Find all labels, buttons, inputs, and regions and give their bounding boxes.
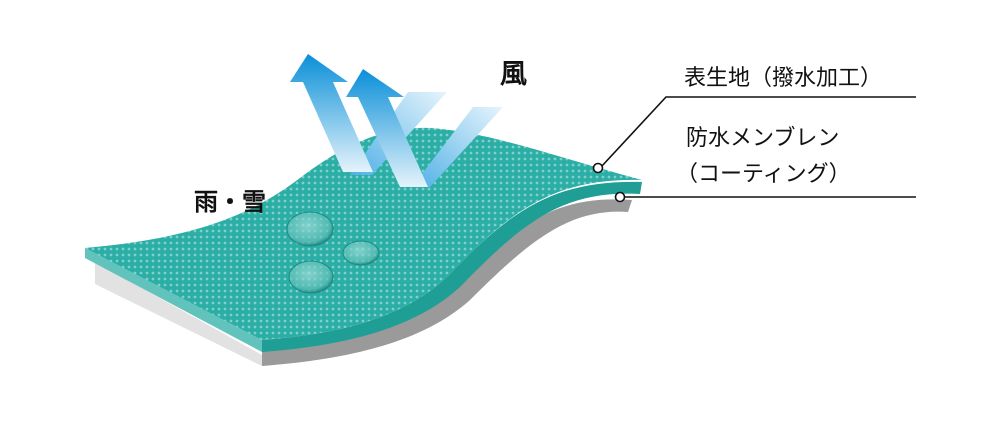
membrane-label-line2: （コーティング） (676, 162, 851, 187)
fabric-side-edge (85, 248, 262, 352)
leader-lines (592, 96, 916, 203)
arrow-up-icon (290, 54, 373, 172)
water-droplets (286, 211, 380, 294)
membrane-label-line1: 防水メンブレン (686, 126, 840, 151)
arrow-up-icon (346, 69, 428, 187)
rain-snow-label: 雨・雪 (194, 188, 266, 216)
membrane-layer (95, 199, 632, 366)
wind-arrows (290, 54, 503, 187)
outer-fabric-label: 表生地（撥水加工） (684, 66, 883, 91)
wind-label: 風 (500, 59, 527, 90)
wind-bar-light-2 (412, 107, 503, 187)
fabric-top-surface (85, 127, 642, 340)
